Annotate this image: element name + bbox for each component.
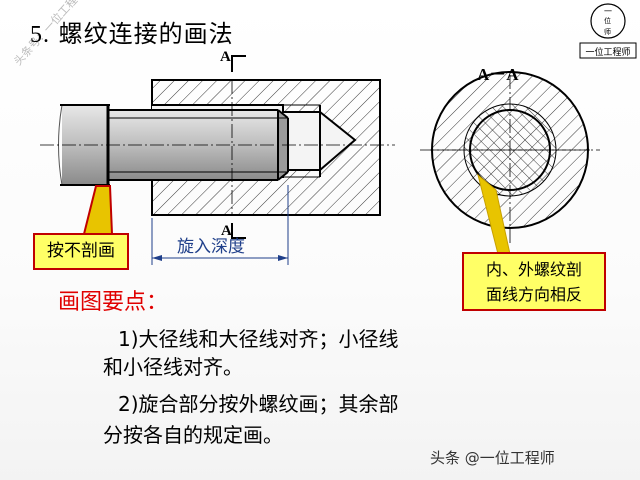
callout-right-line2: 面线方向相反 bbox=[485, 285, 582, 304]
left-callout-pointer bbox=[82, 185, 114, 235]
logo-caption: 一位工程师 bbox=[585, 48, 631, 58]
section-cut-marks bbox=[231, 55, 246, 239]
logo-glyph-1: 一 bbox=[604, 7, 612, 16]
logo-glyph-3: 师 bbox=[604, 28, 611, 36]
point1-line2: 和小径线对齐。 bbox=[103, 355, 243, 379]
section-view bbox=[420, 71, 600, 245]
point2-line2: 分按各自的规定画。 bbox=[103, 423, 283, 447]
cut-label-top: A bbox=[220, 49, 231, 65]
logo-graphic bbox=[579, 3, 637, 59]
point2-line1: 2)旋合部分按外螺纹画；其余部 bbox=[118, 392, 399, 416]
section-label: A－A bbox=[477, 65, 519, 84]
brand-logo: 一 位 师 bbox=[577, 2, 639, 62]
dimension-label: 旋入深度 bbox=[177, 237, 245, 257]
callout-hatch-direction: 内、外螺纹剖 面线方向相反 bbox=[462, 252, 606, 311]
callout-not-sectioned: 按不剖画 bbox=[33, 233, 129, 270]
callout-right-line1: 内、外螺纹剖 bbox=[485, 260, 582, 279]
title-text: 螺纹连接的画法 bbox=[58, 20, 234, 48]
key-points-heading: 画图要点： bbox=[58, 290, 169, 315]
page-title: 5. 螺纹连接的画法 bbox=[30, 14, 234, 49]
logo-glyph-2: 位 bbox=[604, 17, 611, 25]
footer-credit: 头条 @一位工程师 bbox=[430, 449, 555, 467]
engagement-depth-dimension bbox=[151, 185, 289, 265]
title-number: 5. bbox=[30, 22, 50, 48]
cut-label-bottom: A bbox=[221, 223, 232, 239]
point1-line1: 1)大径线和大径线对齐；小径线 bbox=[118, 327, 399, 351]
